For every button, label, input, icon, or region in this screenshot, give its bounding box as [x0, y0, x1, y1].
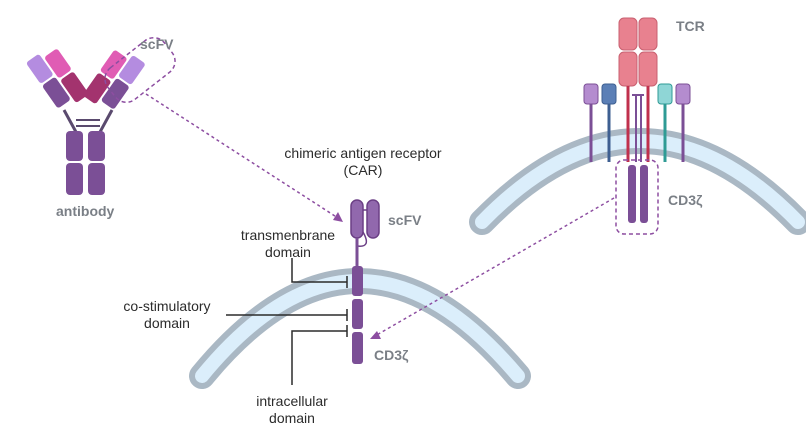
intracellular-line1: intracellular	[256, 393, 328, 409]
cd3z-arrow	[370, 197, 615, 339]
intracellular-domain-label: intracellular domain	[242, 393, 342, 427]
transmembrane-domain-label: transmenbrane domain	[226, 227, 350, 261]
transmembrane-line1: transmenbrane	[240, 227, 336, 243]
tcr-complex-icon	[583, 17, 691, 235]
scfv-arrow	[145, 93, 343, 222]
transmembrane-line2: domain	[265, 244, 311, 260]
antibody-scfv-label: scFV	[140, 36, 174, 52]
tcr-label: TCR	[676, 18, 705, 34]
car-scfv-label: scFV	[388, 212, 422, 228]
car-pointer-lines	[226, 258, 348, 385]
car-receptor-icon	[350, 199, 380, 364]
intracellular-line2: domain	[269, 410, 315, 426]
car-cd3z-label: CD3ζ	[374, 347, 409, 363]
car-title-line2: (CAR)	[343, 162, 383, 178]
costim-line2: domain	[144, 315, 190, 331]
tcr-cd3z-label: CD3ζ	[668, 192, 703, 208]
car-title-line1: chimeric antigen receptor	[284, 145, 442, 161]
costimulatory-domain-label: co-stimulatory domain	[112, 298, 222, 332]
costim-line1: co-stimulatory	[123, 298, 211, 314]
antibody-label: antibody	[56, 203, 115, 219]
car-title: chimeric antigen receptor (CAR)	[270, 145, 456, 179]
antibody-icon	[26, 36, 176, 195]
